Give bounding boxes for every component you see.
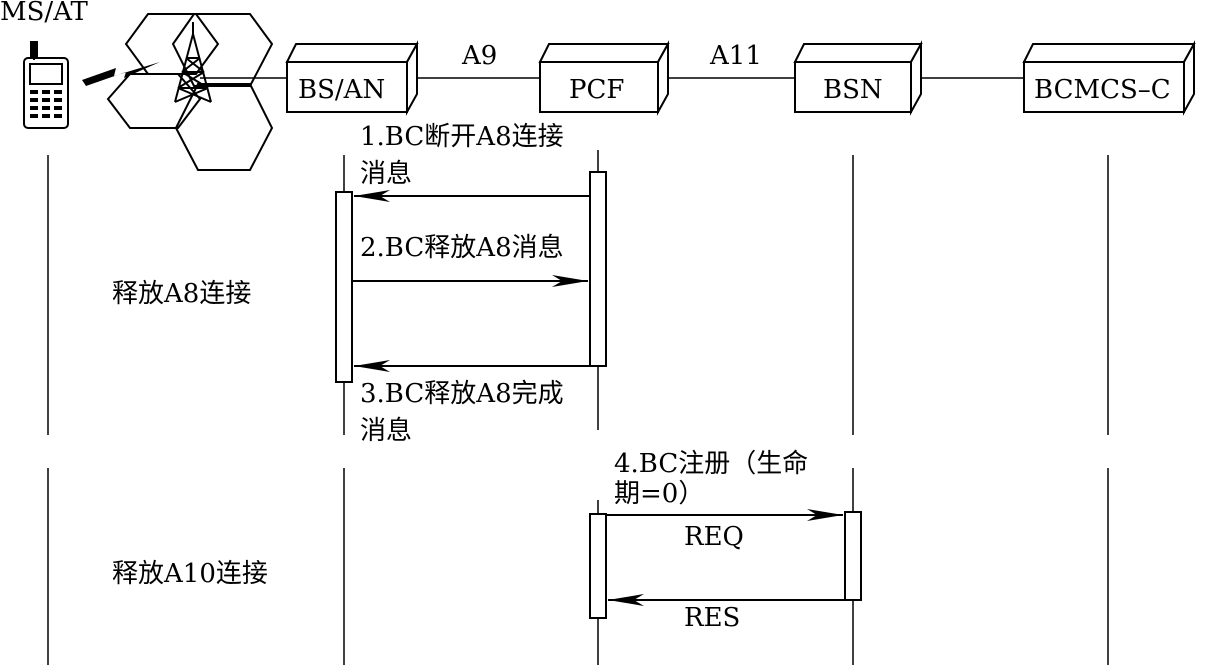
entity-bcmcs-label: BCMCS–C [1034,75,1171,105]
message-1-line2: 消息 [360,159,412,189]
cell-hexagons [106,13,274,171]
message-4-line1: 4.BC注册（生命 [614,449,808,479]
activation-bars [335,171,862,619]
message-3-line1: 3.BC释放A8完成 [360,379,564,409]
lifelines [47,150,1109,665]
antenna-tower-icon [174,22,212,103]
phase-release-a8-label: 释放A8连接 [112,279,251,309]
interface-a9-label: A9 [461,41,497,71]
entity-bcmcs-c: BCMCS–C [1022,40,1196,116]
ms-at-title: MS/AT [0,0,89,27]
message-4-line2: 期=0） [614,479,704,509]
phase-release-a10-label: 释放A10连接 [112,559,268,589]
radio-signal-icon [82,62,160,86]
message-3-line2: 消息 [360,416,412,446]
interface-a11-label: A11 [709,41,762,71]
entity-bs-label: BS/AN [298,75,385,105]
entity-pcf: PCF [538,40,670,116]
message-res-label: RES [684,603,740,633]
message-2-label: 2.BC释放A8消息 [360,233,564,263]
mobile-phone-icon [23,41,69,129]
entity-bs-an: BS/AN [285,40,419,116]
entity-pcf-label: PCF [569,75,624,105]
entity-bsn: BSN [793,40,923,116]
message-req-label: REQ [684,522,744,552]
message-1-line1: 1.BC断开A8连接 [360,122,564,152]
entity-bsn-label: BSN [823,75,883,105]
